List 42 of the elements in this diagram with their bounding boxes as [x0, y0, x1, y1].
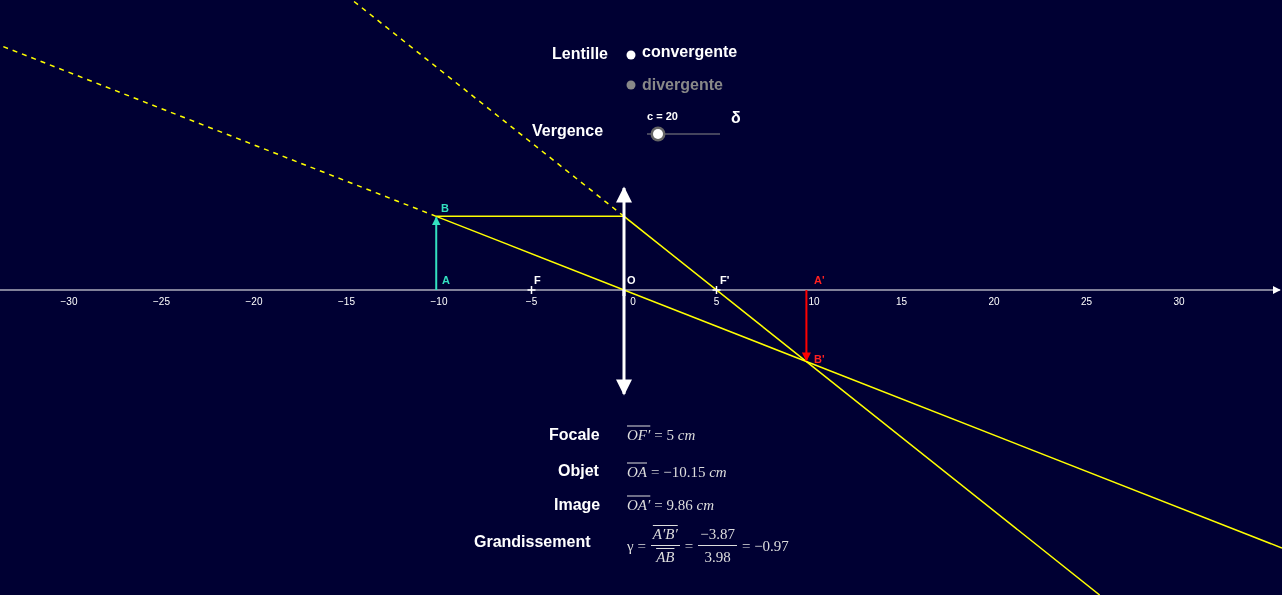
point-label: F	[534, 274, 541, 286]
axis-tick-label: 20	[988, 295, 1000, 307]
point-label: F'	[720, 274, 730, 286]
point-label: A	[442, 274, 450, 286]
axis-tick-label: −15	[338, 295, 355, 307]
control-label: Vergence	[532, 122, 604, 140]
math-expression: = 9.86 cm	[654, 496, 714, 513]
measure-label: Grandissement	[474, 533, 591, 551]
measure-label: Focale	[549, 426, 600, 444]
axis-tick-label: −30	[60, 295, 78, 307]
slider-value: c = 20	[647, 110, 678, 122]
axis-tick-label: 0	[630, 295, 636, 307]
math-expression: = −0.97	[741, 537, 789, 555]
math-expression: γ =	[627, 537, 646, 555]
vector-symbol: OA	[627, 463, 647, 480]
axis-tick-label: −20	[245, 295, 263, 307]
vector-symbol: AB	[656, 548, 675, 566]
point-label: O	[627, 274, 636, 286]
axis-tick-label: 15	[895, 295, 908, 307]
radio-option-label: convergente	[642, 43, 738, 61]
point-label: B'	[814, 353, 825, 365]
math-expression: = −10.15 cm	[651, 463, 727, 480]
measure-label: Image	[554, 496, 601, 514]
control-label: Lentille	[552, 45, 608, 63]
vector-symbol: OA′	[627, 496, 651, 513]
axis-tick-label: −5	[525, 295, 538, 307]
point-label: A'	[814, 274, 825, 286]
radio-option-label: divergente	[642, 76, 723, 94]
axis-tick-label: 10	[808, 295, 820, 307]
math-expression: 3.98	[704, 548, 731, 566]
unit-symbol: δ	[731, 109, 741, 127]
axis-tick-label: 30	[1173, 295, 1185, 307]
math-expression: =	[684, 537, 694, 555]
axis-tick-label: 25	[1080, 295, 1093, 307]
axis-tick-label: 5	[713, 295, 720, 307]
axis-tick-label: −10	[430, 295, 448, 307]
point-label: B	[441, 202, 449, 214]
math-expression: = 5 cm	[654, 426, 696, 443]
math-expression: −3.87	[698, 526, 737, 546]
measure-label: Objet	[558, 462, 599, 480]
axis-tick-label: −25	[153, 295, 170, 307]
vector-symbol: OF′	[627, 426, 651, 443]
